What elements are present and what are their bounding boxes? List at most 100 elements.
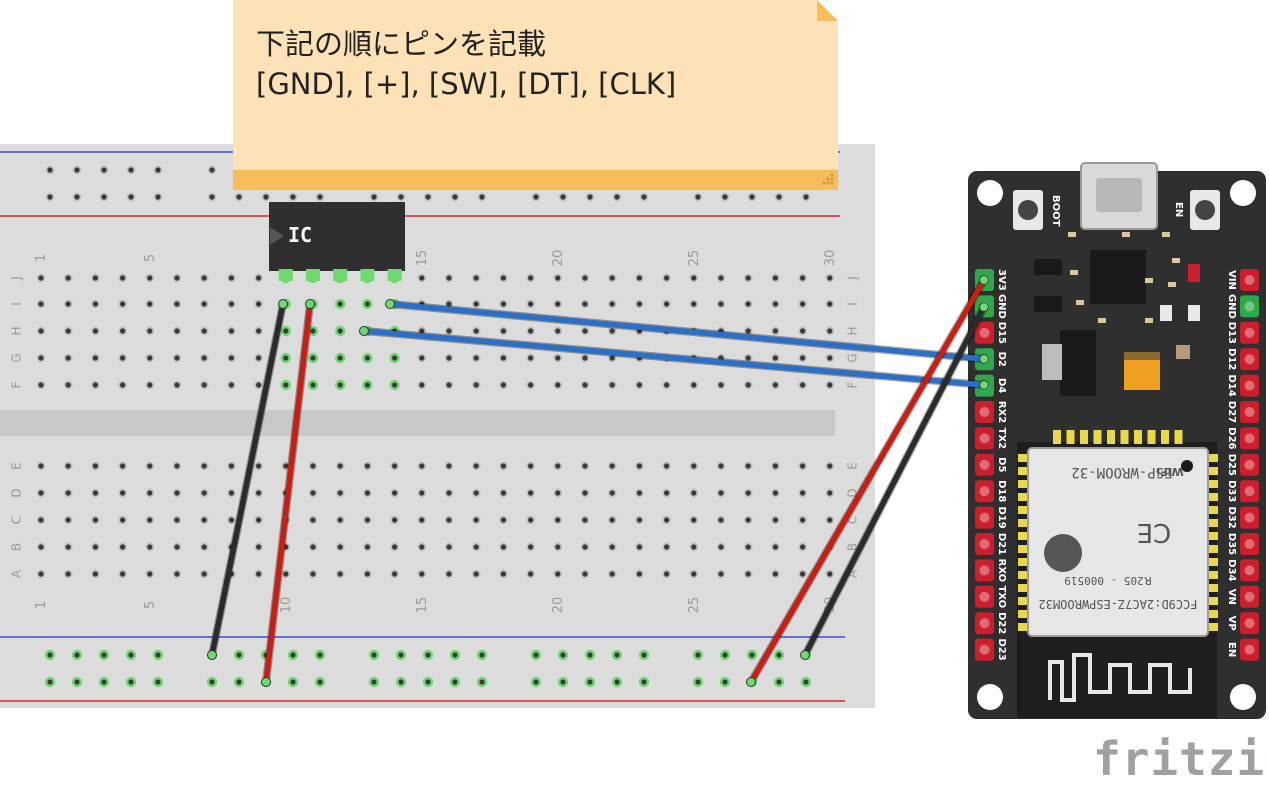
- wire-end[interactable]: [261, 677, 271, 687]
- breadboard-hole-core: [38, 544, 44, 550]
- breadboard-hole-core: [337, 490, 343, 496]
- wire-gnd-black[interactable]: [209, 301, 286, 658]
- breadboard-hole-core: [473, 517, 479, 523]
- breadboard-hole-core: [800, 571, 806, 577]
- row-letter-label: C: [846, 516, 860, 524]
- wire-clk-blue[interactable]: [361, 328, 987, 388]
- breadboard-hole-core: [101, 652, 107, 658]
- wire-3v3-red[interactable]: [748, 277, 987, 685]
- breadboard-hole-core: [614, 679, 620, 685]
- breadboard-hole-core: [745, 544, 751, 550]
- breadboard-hole-core: [120, 490, 126, 496]
- module-top-pad: [1120, 430, 1129, 444]
- breadboard-hole-core: [310, 544, 316, 550]
- breadboard-hole-core: [38, 328, 44, 334]
- esp32-right-pin: [1240, 374, 1259, 397]
- row-letter-label: B: [10, 543, 24, 551]
- breadboard-hole-core: [101, 167, 107, 173]
- breadboard-hole-core: [128, 194, 134, 200]
- esp32-pin-hole: [1244, 644, 1255, 655]
- breadboard-hole-core: [65, 328, 71, 334]
- wire-end[interactable]: [979, 302, 989, 312]
- breadboard-hole-core: [201, 328, 207, 334]
- module-markings: FCC9D:2AC7Z-ESPWROOM32 205 - 000519 ESP-…: [1039, 464, 1198, 611]
- breadboard-hole-core: [371, 652, 377, 658]
- esp32-right-pin: [1240, 506, 1259, 529]
- wire-end[interactable]: [207, 650, 217, 660]
- wire-end[interactable]: [278, 299, 288, 309]
- wire-end[interactable]: [359, 326, 369, 336]
- breadboard-hole-core: [155, 167, 161, 173]
- breadboard-hole-core: [256, 544, 262, 550]
- wire-dt-blue[interactable]: [387, 301, 987, 362]
- row-letter-label: G: [10, 353, 24, 362]
- column-number-label: 15: [415, 250, 430, 267]
- breadboard-hole-core: [236, 194, 242, 200]
- breadboard-hole-core: [201, 490, 207, 496]
- row-letter-label: E: [10, 462, 24, 470]
- breadboard-hole-core: [582, 275, 588, 281]
- breadboard-hole-core: [371, 194, 377, 200]
- breadboard-hole-core: [587, 194, 593, 200]
- breadboard-hole-core: [174, 490, 180, 496]
- sticky-note-resize-grip[interactable]: [822, 173, 834, 185]
- module-cert-text: 205 - 000519: [1064, 574, 1143, 587]
- breadboard-hole-core: [528, 490, 534, 496]
- breadboard-hole-core: [745, 301, 751, 307]
- breadboard-hole-core: [174, 301, 180, 307]
- ic-pin: [278, 269, 293, 281]
- module-side-pad: [1208, 623, 1218, 631]
- breadboard-hole-core: [419, 463, 425, 469]
- breadboard-hole-core: [228, 517, 234, 523]
- breadboard-hole-core: [528, 517, 534, 523]
- breadboard-hole-core: [555, 490, 561, 496]
- module-side-pad: [1018, 506, 1028, 514]
- wire-end[interactable]: [746, 677, 756, 687]
- wire-gnd2-black[interactable]: [802, 304, 987, 658]
- breadboard-hole-core: [174, 328, 180, 334]
- breadboard-hole-core: [446, 463, 452, 469]
- breadboard-hole-core: [446, 571, 452, 577]
- mount-hole-top-right: [1230, 180, 1256, 206]
- breadboard-hole-core: [256, 355, 262, 361]
- breadboard-hole-core: [147, 544, 153, 550]
- breadboard-hole-core: [155, 194, 161, 200]
- breadboard-hole-core: [528, 382, 534, 388]
- esp32-right-pin-label: VP: [1226, 616, 1237, 631]
- wire-end[interactable]: [979, 275, 989, 285]
- breadboard-hole-core: [310, 490, 316, 496]
- breadboard-hole-core: [120, 463, 126, 469]
- breadboard-hole-core: [120, 355, 126, 361]
- wire-end[interactable]: [305, 299, 315, 309]
- wire-power-red[interactable]: [263, 301, 313, 685]
- wire-end[interactable]: [800, 650, 810, 660]
- esp32-left-pin-label: D5: [996, 457, 1007, 472]
- wire-end[interactable]: [979, 380, 989, 390]
- column-number-label: 25: [687, 597, 702, 614]
- breadboard-hole-core: [337, 301, 343, 307]
- breadboard-hole-core: [500, 463, 506, 469]
- breadboard-hole-core: [147, 463, 153, 469]
- smd-resistor: [1098, 318, 1106, 323]
- esp32-right-pin: [1240, 401, 1259, 423]
- wire-end[interactable]: [385, 299, 395, 309]
- breadboard-hole-core: [664, 490, 670, 496]
- breadboard-hole-core: [317, 679, 323, 685]
- breadboard-hole-core: [147, 517, 153, 523]
- breadboard-hole-core: [364, 463, 370, 469]
- esp32-pin-hole: [1244, 539, 1255, 549]
- ic-chip-body: [269, 202, 405, 271]
- esp32-left-pin-label: TXO: [996, 585, 1007, 608]
- row-letter-label: J: [846, 276, 860, 281]
- module-side-pad: [1018, 480, 1028, 488]
- breadboard-hole-core: [609, 544, 615, 550]
- esp32-right-pin-label: D25: [1226, 454, 1237, 476]
- module-side-pad: [1018, 597, 1028, 605]
- breadboard-hole-core: [364, 544, 370, 550]
- wire-end[interactable]: [979, 354, 989, 364]
- row-letter-label: J: [10, 276, 24, 281]
- breadboard-hole-core: [364, 382, 370, 388]
- breadboard-hole-core: [528, 571, 534, 577]
- smd-resistor: [1162, 232, 1170, 237]
